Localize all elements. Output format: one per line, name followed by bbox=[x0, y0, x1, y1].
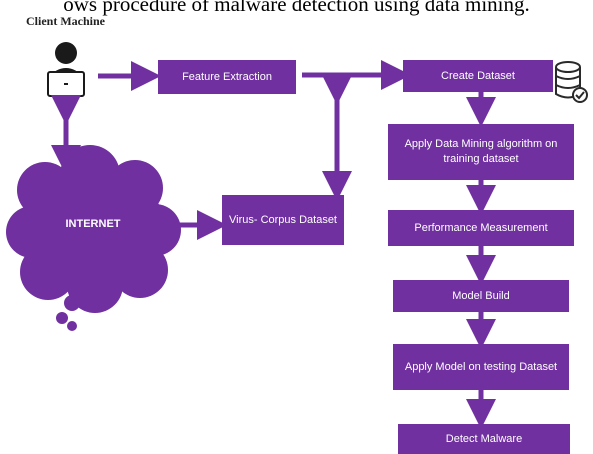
apply-data-mining-box: Apply Data Mining algorithm on training … bbox=[388, 124, 574, 180]
performance-measurement-box: Performance Measurement bbox=[388, 210, 574, 246]
virus-corpus-box: Virus- Corpus Dataset bbox=[222, 195, 344, 245]
figure-caption: ows procedure of malware detection using… bbox=[63, 0, 530, 16]
internet-label: INTERNET bbox=[65, 218, 121, 230]
feature-extraction-box: Feature Extraction bbox=[158, 60, 296, 94]
model-build-box: Model Build bbox=[393, 280, 569, 312]
database-check-icon bbox=[555, 61, 588, 103]
detect-malware-box: Detect Malware bbox=[398, 424, 570, 454]
create-dataset-box: Create Dataset bbox=[403, 60, 553, 92]
internet-cloud bbox=[6, 145, 181, 331]
apply-model-box: Apply Model on testing Dataset bbox=[393, 344, 569, 390]
client-machine-label: Client Machine bbox=[26, 14, 105, 28]
user-laptop-icon bbox=[47, 42, 85, 97]
